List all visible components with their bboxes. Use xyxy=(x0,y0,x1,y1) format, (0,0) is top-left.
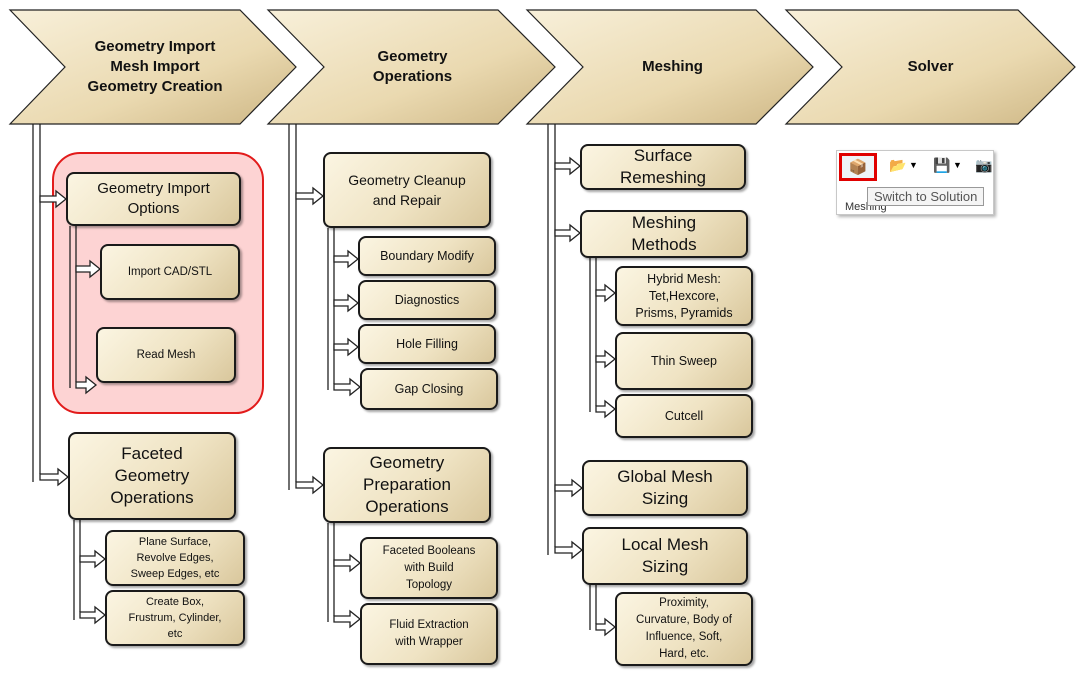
arrow-icon xyxy=(75,259,102,279)
stage-label-geometry-operations: Geometry Operations xyxy=(372,48,453,85)
chevron-down-icon[interactable]: ▼ xyxy=(953,160,962,170)
tooltip: Switch to Solution xyxy=(867,187,985,206)
arrow-icon xyxy=(554,156,582,176)
box-global-mesh-sizing: Global Mesh Sizing xyxy=(582,460,748,516)
arrow-icon xyxy=(554,478,584,498)
arrow-icon xyxy=(333,377,362,397)
box-fluid-extraction: Fluid Extraction with Wrapper xyxy=(360,603,498,665)
box-hybrid-mesh: Hybrid Mesh: Tet,Hexcore, Prisms, Pyrami… xyxy=(615,266,753,326)
box-thin-sweep: Thin Sweep xyxy=(615,332,753,390)
arrow-icon xyxy=(75,375,98,395)
save-icon[interactable]: 💾 xyxy=(933,157,951,173)
arrow-icon xyxy=(333,337,360,357)
box-faceted-booleans: Faceted Booleans with Build Topology xyxy=(360,537,498,599)
arrow-icon xyxy=(333,553,362,573)
box-local-mesh-sizing: Local Mesh Sizing xyxy=(582,527,748,585)
solver-toolbar: 📦 📂 ▼ 💾 ▼ 📷 Meshing Switch to Solution xyxy=(836,150,994,215)
box-geometry-cleanup-repair: Geometry Cleanup and Repair xyxy=(323,152,491,228)
arrow-icon xyxy=(333,609,362,629)
stage-label-import: Geometry Import Mesh Import Geometry Cre… xyxy=(87,38,223,95)
box-import-cad-stl: Import CAD/STL xyxy=(100,244,240,300)
box-geometry-preparation-operations: Geometry Preparation Operations xyxy=(323,447,491,523)
box-geometry-import-options: Geometry Import Options xyxy=(66,172,241,226)
box-diagnostics: Diagnostics xyxy=(358,280,496,320)
arrow-icon xyxy=(595,399,617,419)
box-hole-filling: Hole Filling xyxy=(358,324,496,364)
box-boundary-modify: Boundary Modify xyxy=(358,236,496,276)
arrow-icon xyxy=(79,549,107,569)
trunk-lines xyxy=(32,124,597,630)
arrow-icon xyxy=(595,349,617,369)
box-create-box: Create Box, Frustrum, Cylinder, etc xyxy=(105,590,245,646)
box-local-sizing-details: Proximity, Curvature, Body of Influence,… xyxy=(615,592,753,666)
box-read-mesh: Read Mesh xyxy=(96,327,236,383)
arrow-icon xyxy=(333,293,360,313)
arrow-icon xyxy=(595,617,617,637)
arrow-icon xyxy=(295,475,325,495)
arrow-icon xyxy=(79,605,107,625)
switch-to-solution-icon: 📦 xyxy=(848,159,868,176)
stage-chevron-3 xyxy=(525,9,814,125)
stage-chevron-1 xyxy=(8,9,297,125)
arrow-icon xyxy=(295,186,325,206)
arrow-icon xyxy=(39,189,68,209)
stage-label-solver: Solver xyxy=(907,58,954,75)
stage-label-meshing: Meshing xyxy=(642,58,703,75)
box-surface-remeshing: Surface Remeshing xyxy=(580,144,746,190)
arrow-icon xyxy=(554,540,584,560)
chevron-down-icon[interactable]: ▼ xyxy=(909,160,918,170)
box-cutcell: Cutcell xyxy=(615,394,753,438)
arrow-icon xyxy=(595,283,617,303)
arrow-icon xyxy=(333,249,360,269)
arrows xyxy=(39,156,617,637)
box-meshing-methods: Meshing Methods xyxy=(580,210,748,258)
box-gap-closing: Gap Closing xyxy=(360,368,498,410)
arrow-icon xyxy=(554,223,582,243)
camera-icon[interactable]: 📷 xyxy=(975,157,993,173)
box-faceted-geometry-operations: Faceted Geometry Operations xyxy=(68,432,236,520)
stage-chevron-4 xyxy=(784,9,1076,125)
box-plane-surface: Plane Surface, Revolve Edges, Sweep Edge… xyxy=(105,530,245,586)
stage-chevron-2 xyxy=(266,9,556,125)
arrow-icon xyxy=(39,467,70,487)
switch-to-solution-button[interactable]: 📦 xyxy=(839,153,877,181)
open-folder-icon[interactable]: 📂 xyxy=(889,157,907,173)
